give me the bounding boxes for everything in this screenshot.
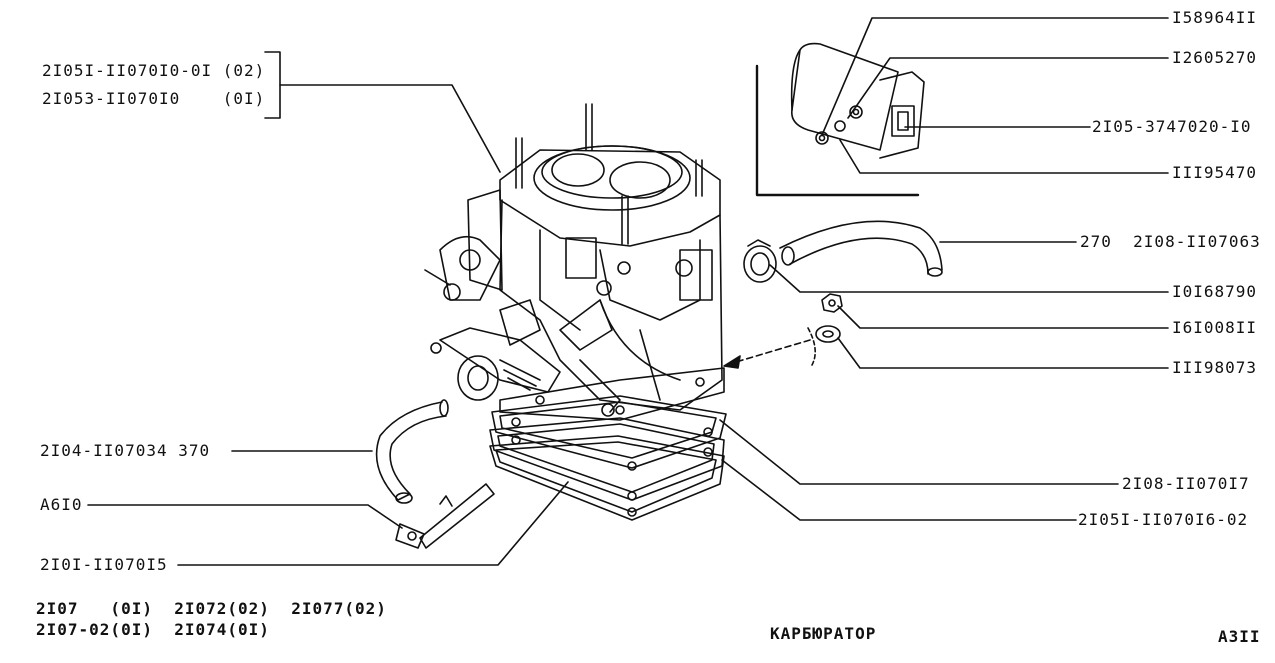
- models-line-2: 2I07-02(0I) 2I074(0I): [36, 620, 270, 639]
- dashed-arrow: [735, 339, 811, 363]
- dashed-arc: [807, 327, 816, 366]
- callout-part-l3: 2I0I-II070I5: [40, 555, 168, 574]
- callout-part-r2: I2605270: [1172, 48, 1258, 67]
- hose-clamp: [743, 239, 777, 283]
- vacuum-hose-left: [375, 399, 495, 549]
- callout-bracket: [264, 51, 281, 119]
- callout-part-r10: 2I05I-II070I6-02: [1078, 510, 1249, 529]
- callout-part-r6: I0I68790: [1172, 282, 1258, 301]
- carburetor-body: [424, 103, 725, 421]
- leader-l3: [177, 481, 569, 566]
- callout-part-l2: A6I0: [40, 495, 83, 514]
- callout-part-r1: I58964II: [1172, 8, 1258, 27]
- callout-part-r4: III95470: [1172, 163, 1258, 182]
- callout-part-l1: 2I04-II07034 370: [40, 441, 211, 460]
- leader-l2: [87, 504, 403, 529]
- callout-part-r5: 270 2I08-II07063: [1080, 232, 1261, 251]
- callout-part-r9: 2I08-II070I7: [1122, 474, 1250, 493]
- leader-r10: [721, 459, 1077, 521]
- leader-r4: [839, 139, 1169, 174]
- inset-frame: [755, 64, 920, 197]
- leader-r7: [837, 305, 1169, 329]
- leader-r1: [821, 17, 1169, 136]
- leader-r2: [847, 57, 1169, 119]
- gasket-stack: [489, 395, 727, 521]
- electrovalve: [790, 42, 925, 159]
- callout-carburetor-assembly-1: 2I05I-II070I0-0I (02): [42, 61, 266, 80]
- callout-part-r8: III98073: [1172, 358, 1258, 377]
- leader-r8: [837, 337, 1169, 369]
- page-code: А3II: [1218, 627, 1261, 646]
- leader-r6: [769, 264, 1169, 293]
- callout-part-r3: 2I05-3747020-I0: [1092, 117, 1252, 136]
- arrow-head: [723, 355, 741, 369]
- nut-and-washer: [815, 293, 843, 343]
- models-line-1: 2I07 (0I) 2I072(02) 2I077(02): [36, 599, 387, 618]
- leader-r9: [719, 419, 1119, 485]
- callout-part-r7: I6I008II: [1172, 318, 1258, 337]
- leader-top-left: [279, 84, 501, 173]
- callout-carburetor-assembly-2: 2I053-II070I0 (0I): [42, 89, 266, 108]
- page-title: КАРБЮРАТОР: [770, 624, 877, 643]
- fuel-hose-right: [779, 220, 943, 277]
